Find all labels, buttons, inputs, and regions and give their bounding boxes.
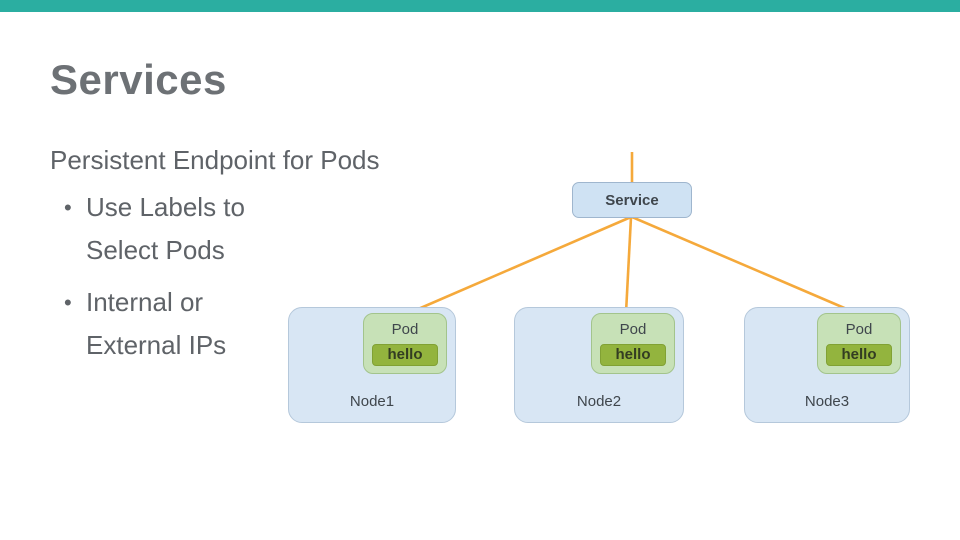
connector-service-node2 bbox=[624, 216, 633, 314]
node-box-3: Pod hello Node3 bbox=[744, 307, 910, 423]
pod-box: Pod hello bbox=[591, 313, 675, 374]
bullet-line: Select Pods bbox=[86, 235, 225, 265]
bullet-line: Internal or bbox=[86, 287, 204, 317]
bullet-dot: • bbox=[64, 290, 72, 315]
bullet-dot: • bbox=[64, 195, 72, 220]
slide-title: Services bbox=[50, 56, 227, 103]
top-accent-bar bbox=[0, 0, 960, 12]
service-label: Service bbox=[605, 191, 659, 209]
pod-box: Pod hello bbox=[817, 313, 901, 374]
bullet-item-labels: • Use Labels to Select Pods bbox=[50, 186, 330, 272]
slide-subtitle: Persistent Endpoint for Pods bbox=[50, 145, 380, 175]
container-badge: hello bbox=[372, 344, 438, 366]
connector-service-node3 bbox=[631, 215, 857, 315]
bullet-text: Internal or External IPs bbox=[86, 281, 226, 367]
node-label: Node2 bbox=[576, 393, 622, 410]
node-box-2: Pod hello Node2 bbox=[514, 307, 684, 423]
container-badge: hello bbox=[826, 344, 892, 366]
pod-label: Pod bbox=[619, 321, 647, 338]
node-label: Node1 bbox=[349, 393, 395, 410]
pod-box: Pod hello bbox=[363, 313, 447, 374]
bullet-list: • Use Labels to Select Pods • Internal o… bbox=[50, 186, 330, 376]
pod-label: Pod bbox=[391, 321, 419, 338]
service-box: Service bbox=[572, 182, 692, 218]
bullet-text: Use Labels to Select Pods bbox=[86, 186, 245, 272]
bullet-line: Use Labels to bbox=[86, 192, 245, 222]
connector-service-node1 bbox=[408, 215, 632, 315]
bullet-line: External IPs bbox=[86, 330, 227, 360]
pod-label: Pod bbox=[845, 321, 873, 338]
node-label: Node3 bbox=[804, 393, 850, 410]
container-badge: hello bbox=[600, 344, 666, 366]
bullet-item-ips: • Internal or External IPs bbox=[50, 281, 330, 367]
node-box-1: Pod hello Node1 bbox=[288, 307, 456, 423]
